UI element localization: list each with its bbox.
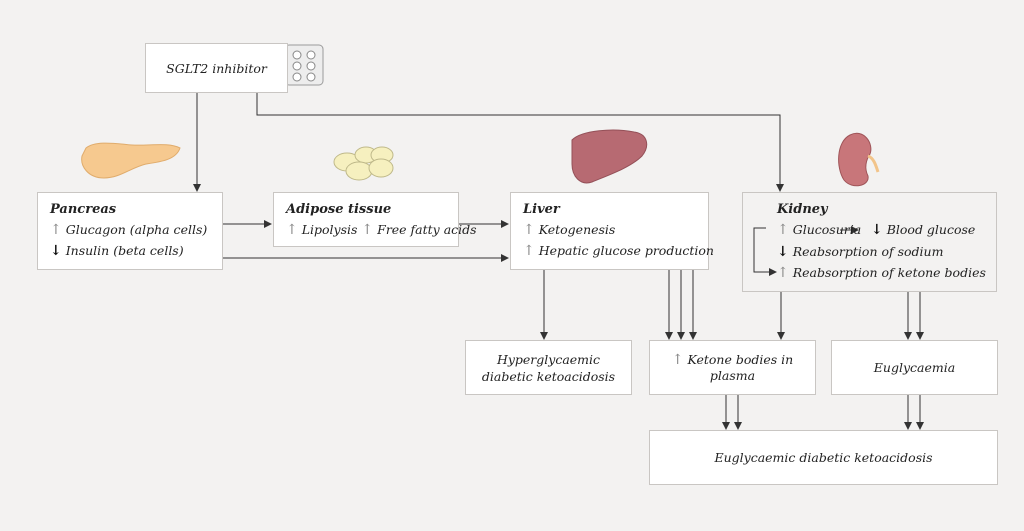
liver-title: Liver (523, 202, 560, 217)
adipose-title: Adipose tissue (286, 202, 392, 217)
adipose-tissue-box: Adipose tissue ↑ Lipolysis ↑ Free fatty … (273, 192, 477, 247)
pancreas-glucagon: ↑ Glucagon (alpha cells) (50, 222, 208, 238)
adipose-effects: ↑ Lipolysis ↑ Free fatty acids (286, 222, 477, 238)
kidney-icon (838, 132, 880, 187)
euglycaemia-label: Euglycaemia (873, 360, 956, 375)
sglt2-inhibitor-box: SGLT2 inhibitor (145, 43, 288, 93)
increase-arrow-icon: ↑ (523, 243, 535, 259)
decrease-arrow-icon: ↓ (50, 243, 62, 259)
euglycaemic-dka-label: Euglycaemic diabetic ketoacidosis (714, 450, 933, 465)
decrease-arrow-icon: ↓ (871, 222, 883, 238)
increase-arrow-icon: ↑ (777, 265, 789, 281)
ketone-bodies-label: ↑ Ketone bodies in plasma (671, 352, 794, 383)
ketone-bodies-box: ↑ Ketone bodies in plasma (649, 340, 816, 395)
pill-blister-icon (284, 44, 324, 86)
increase-arrow-icon: ↑ (50, 222, 62, 238)
pancreas-box: Pancreas ↑ Glucagon (alpha cells) ↓ Insu… (37, 192, 223, 270)
hyperglycaemic-dka-label: Hyperglycaemic diabetic ketoacidosis (481, 351, 616, 384)
liver-icon (571, 129, 648, 184)
fat-cells-icon (333, 146, 394, 181)
kidney-box: Kidney ↑ Glucosuria ↓ Blood glucose ↓ Re… (742, 192, 997, 292)
pancreas-insulin: ↓ Insulin (beta cells) (50, 243, 184, 259)
pancreas-icon (81, 142, 181, 179)
sglt2-inhibitor-label: SGLT2 inhibitor (166, 60, 267, 76)
euglycaemia-box: Euglycaemia (831, 340, 998, 395)
kidney-title: Kidney (777, 202, 828, 217)
increase-arrow-icon: ↑ (671, 352, 684, 368)
liver-glucose-production: ↑ Hepatic glucose production (523, 243, 714, 259)
liver-box: Liver ↑ Ketogenesis ↑ Hepatic glucose pr… (510, 192, 714, 270)
pancreas-title: Pancreas (50, 202, 117, 217)
euglycaemic-dka-box: Euglycaemic diabetic ketoacidosis (649, 430, 998, 485)
increase-arrow-icon: ↑ (361, 222, 374, 238)
kidney-blood-glucose: ↓ Blood glucose (871, 222, 976, 238)
increase-arrow-icon: ↑ (286, 222, 298, 238)
kidney-sodium: ↓ Reabsorption of sodium (777, 244, 944, 260)
decrease-arrow-icon: ↓ (777, 244, 789, 260)
hyperglycaemic-dka-box: Hyperglycaemic diabetic ketoacidosis (465, 340, 632, 395)
increase-arrow-icon: ↑ (777, 222, 789, 238)
kidney-glucosuria: ↑ Glucosuria (777, 222, 862, 238)
liver-ketogenesis: ↑ Ketogenesis (523, 222, 616, 238)
kidney-ketone-reabsorption: ↑ Reabsorption of ketone bodies (777, 265, 986, 281)
increase-arrow-icon: ↑ (523, 222, 535, 238)
